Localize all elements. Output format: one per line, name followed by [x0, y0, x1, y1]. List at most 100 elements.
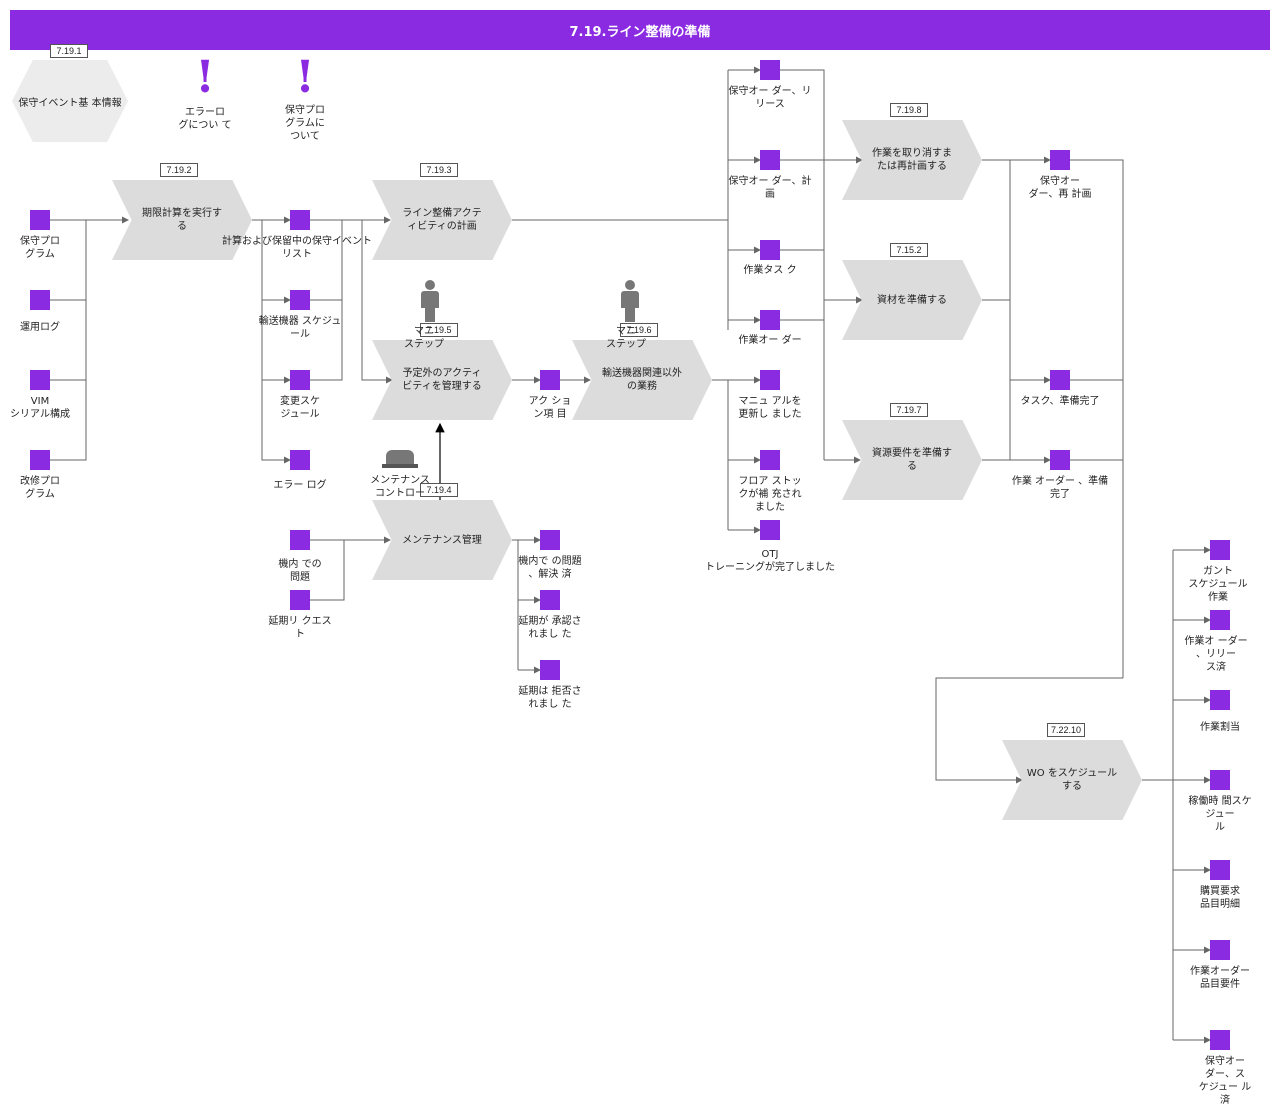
process-7-15-2[interactable]: [842, 260, 982, 340]
event-label: 変更スケ ジュール: [280, 396, 320, 420]
process-tag: 7.19.5: [420, 323, 458, 337]
event-square[interactable]: [1050, 150, 1070, 170]
event-square[interactable]: [760, 450, 780, 470]
event-label: 延期は 拒否さ れまし た: [518, 686, 582, 710]
process-label: 期限計算を実行す る: [142, 208, 222, 232]
event-label: 購買要求 品目明細: [1200, 886, 1240, 910]
event-square[interactable]: [1050, 450, 1070, 470]
note-icon: !: [295, 52, 315, 103]
role-label: マニ ステップ: [606, 326, 646, 350]
event-square[interactable]: [30, 210, 50, 230]
system-icon: [382, 450, 418, 470]
event-square[interactable]: [1210, 610, 1230, 630]
event-square[interactable]: [290, 290, 310, 310]
event-label: 作業割当: [1200, 722, 1240, 733]
process-7-19-5[interactable]: [372, 340, 512, 420]
event-label: エラー ログ: [273, 480, 327, 491]
process-label: 作業を取り消すま たは再計画する: [872, 148, 952, 172]
process-tag: 7.19.8: [890, 103, 928, 117]
event-square[interactable]: [760, 240, 780, 260]
process-label: メンテナンス管理: [402, 534, 482, 546]
event-square[interactable]: [760, 520, 780, 540]
process-label: 輸送機器関連以外 の業務: [602, 368, 682, 392]
event-square[interactable]: [540, 660, 560, 680]
event-square[interactable]: [760, 150, 780, 170]
process-7-19-2[interactable]: [112, 180, 252, 260]
event-label: 保守オー ダー、再 計画: [1028, 176, 1092, 200]
note-label: エラーロ グについ て: [178, 107, 232, 131]
process-label: 予定外のアクティ ビティを管理する: [402, 368, 482, 392]
event-square[interactable]: [1050, 370, 1070, 390]
event-label: マニュ アルを 更新し ました: [738, 396, 802, 420]
process-tag: 7.22.10: [1047, 723, 1086, 737]
event-square[interactable]: [540, 530, 560, 550]
process-label: ライン整備アクテ ィビティの計画: [402, 208, 482, 232]
event-square[interactable]: [30, 450, 50, 470]
event-square[interactable]: [540, 590, 560, 610]
event-square[interactable]: [1210, 690, 1230, 710]
event-label: OTJ トレーニングが完了しました: [705, 549, 835, 573]
event-label: 保守プロ グラム: [20, 236, 60, 260]
process-7-19-3[interactable]: [372, 180, 512, 260]
info-hexagon: [12, 60, 128, 142]
event-square[interactable]: [760, 370, 780, 390]
event-square[interactable]: [290, 530, 310, 550]
event-label: 機内 での 問題: [278, 559, 322, 583]
event-square[interactable]: [1210, 1030, 1230, 1050]
event-square[interactable]: [1210, 540, 1230, 560]
event-square[interactable]: [290, 370, 310, 390]
event-label: タスク、準備完了: [1020, 396, 1100, 407]
event-square[interactable]: [1210, 860, 1230, 880]
process-7-19-4[interactable]: [372, 500, 512, 580]
note-icon: !: [195, 52, 215, 103]
event-label: フロア ストッ クが補 充され ました: [738, 476, 802, 513]
event-square[interactable]: [540, 370, 560, 390]
process-tag: 7.19.3: [420, 163, 458, 177]
event-label: 運用ログ: [20, 322, 60, 333]
event-label: 保守オー ダー、計 画: [728, 176, 812, 200]
process-tag: 7.15.2: [890, 243, 928, 257]
event-label: 保守オー ダー、ス ケジュー ル済: [1198, 1056, 1252, 1105]
process-7-19-6[interactable]: [572, 340, 712, 420]
event-label: 稼働時 間スケ ジュー ル: [1188, 796, 1252, 833]
hexagon-label: 保守イベント基 本情報: [18, 97, 122, 109]
process-7-22-10[interactable]: [1002, 740, 1142, 820]
process-tag: 7.19.6: [620, 323, 658, 337]
process-7-19-8[interactable]: [842, 120, 982, 200]
process-tag: 7.19.2: [160, 163, 198, 177]
process-tag: 7.19.4: [420, 483, 458, 497]
process-tag: 7.19.7: [890, 403, 928, 417]
event-square[interactable]: [1210, 940, 1230, 960]
event-label: 作業オー ダー: [738, 335, 802, 346]
event-label: 作業タス ク: [743, 265, 797, 276]
event-label: アク ショ ン項 目: [528, 396, 572, 420]
event-label: 機内で の問題 、解決 済: [518, 556, 582, 580]
event-label: 計算および保留中の保守イベント リスト: [222, 236, 372, 260]
event-square[interactable]: [290, 590, 310, 610]
event-square[interactable]: [760, 60, 780, 80]
role-label: マニ ステップ: [404, 326, 444, 350]
person-icon: [419, 280, 441, 324]
event-label: ガント スケジュール作業: [1188, 566, 1248, 603]
process-7-19-7[interactable]: [842, 420, 982, 500]
event-label: VIM シリアル構成: [10, 396, 70, 420]
note-label: 保守プロ グラムに ついて: [285, 105, 325, 142]
event-square[interactable]: [30, 370, 50, 390]
event-label: 保守オー ダー、リ リース: [728, 86, 812, 110]
event-square[interactable]: [760, 310, 780, 330]
page-title: 7.19.ライン整備の準備: [10, 10, 1270, 50]
event-label: 作業オーダー 品目要件: [1190, 966, 1250, 990]
event-square[interactable]: [290, 210, 310, 230]
process-label: WO をスケジュールする: [1026, 768, 1118, 792]
hexagon-tag: 7.19.1: [50, 44, 88, 58]
event-label: 延期リ クエス ト: [268, 616, 332, 640]
event-square[interactable]: [1210, 770, 1230, 790]
event-square[interactable]: [290, 450, 310, 470]
event-label: 改修プロ グラム: [20, 476, 60, 500]
event-label: 延期が 承認さ れまし た: [518, 616, 582, 640]
event-square[interactable]: [30, 290, 50, 310]
process-label: 資源要件を準備す る: [872, 448, 952, 472]
process-label: 資材を準備する: [877, 294, 947, 306]
